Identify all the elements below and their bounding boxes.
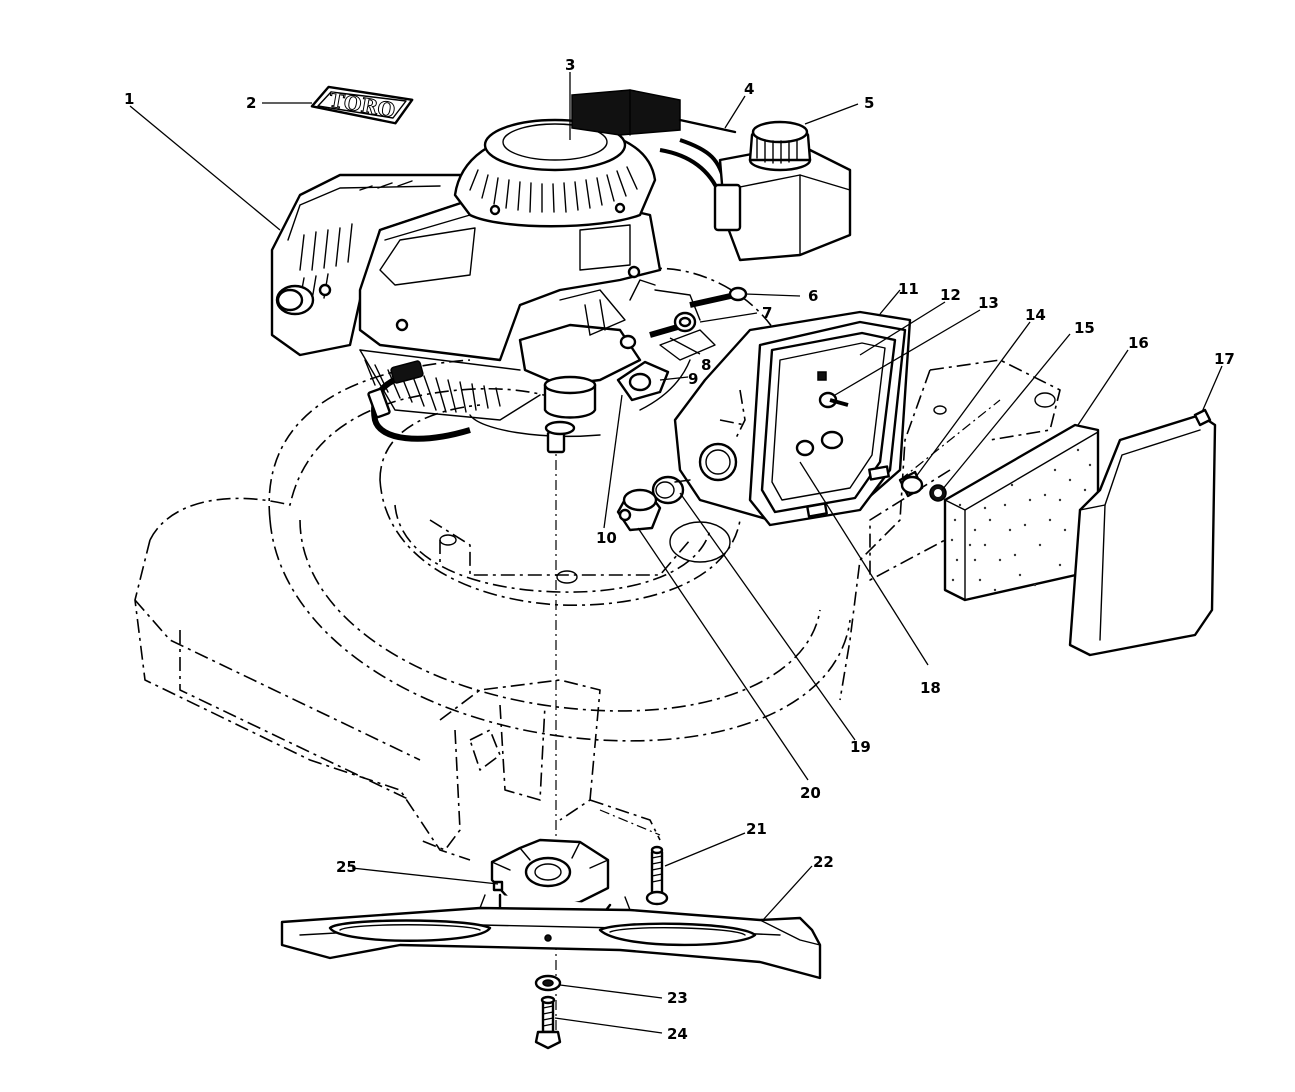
callout-6: 6 xyxy=(808,287,818,305)
air-cleaner-body xyxy=(673,310,912,527)
callout-16: 16 xyxy=(1128,334,1149,352)
gasket-8 xyxy=(659,329,716,361)
callout-15: 15 xyxy=(1074,319,1095,337)
callout-20: 20 xyxy=(800,784,821,802)
gasket-9 xyxy=(616,360,670,402)
callout-labels: 1 2 3 4 5 6 7 8 9 10 11 12 13 14 15 16 1… xyxy=(124,56,1235,1043)
engine-assembly xyxy=(270,118,691,454)
callout-23: 23 xyxy=(667,989,688,1007)
callout-22: 22 xyxy=(813,853,834,871)
callout-3: 3 xyxy=(565,56,575,74)
mower-deck-outline xyxy=(134,267,1061,861)
callout-25: 25 xyxy=(336,858,357,876)
callout-7: 7 xyxy=(762,304,772,322)
mower-blade xyxy=(280,894,822,980)
callout-24: 24 xyxy=(667,1025,688,1043)
carburetor xyxy=(518,279,701,419)
callout-19: 19 xyxy=(850,738,871,756)
fuel-tank xyxy=(713,120,852,262)
toro-decal: TORO xyxy=(310,85,414,125)
callout-10: 10 xyxy=(596,529,617,547)
bolt-21 xyxy=(645,845,669,906)
leader-lines xyxy=(129,72,1223,1034)
spacer-7 xyxy=(649,311,697,338)
washer-23 xyxy=(534,974,562,992)
callout-18: 18 xyxy=(920,679,941,697)
bushing-19 xyxy=(651,475,691,505)
callout-9: 9 xyxy=(688,370,698,388)
callout-1: 1 xyxy=(124,90,134,108)
callout-12: 12 xyxy=(940,286,961,304)
callout-21: 21 xyxy=(746,820,767,838)
callout-17: 17 xyxy=(1214,350,1235,368)
bolt-24 xyxy=(534,995,562,1050)
recoil-starter xyxy=(453,118,657,228)
bolt-axis-centerline xyxy=(599,809,661,836)
blade-adapter xyxy=(490,838,612,920)
spacer-14 xyxy=(898,470,924,498)
callout-13: 13 xyxy=(978,294,999,312)
callout-5: 5 xyxy=(864,94,874,112)
callout-11: 11 xyxy=(898,280,919,298)
plug-20 xyxy=(616,488,662,532)
callout-14: 14 xyxy=(1025,306,1046,324)
bolt-6 xyxy=(689,286,748,308)
callout-8: 8 xyxy=(701,356,711,374)
air-cleaner-axis xyxy=(899,399,1001,481)
callout-4: 4 xyxy=(744,80,754,98)
callout-2: 2 xyxy=(246,94,256,112)
